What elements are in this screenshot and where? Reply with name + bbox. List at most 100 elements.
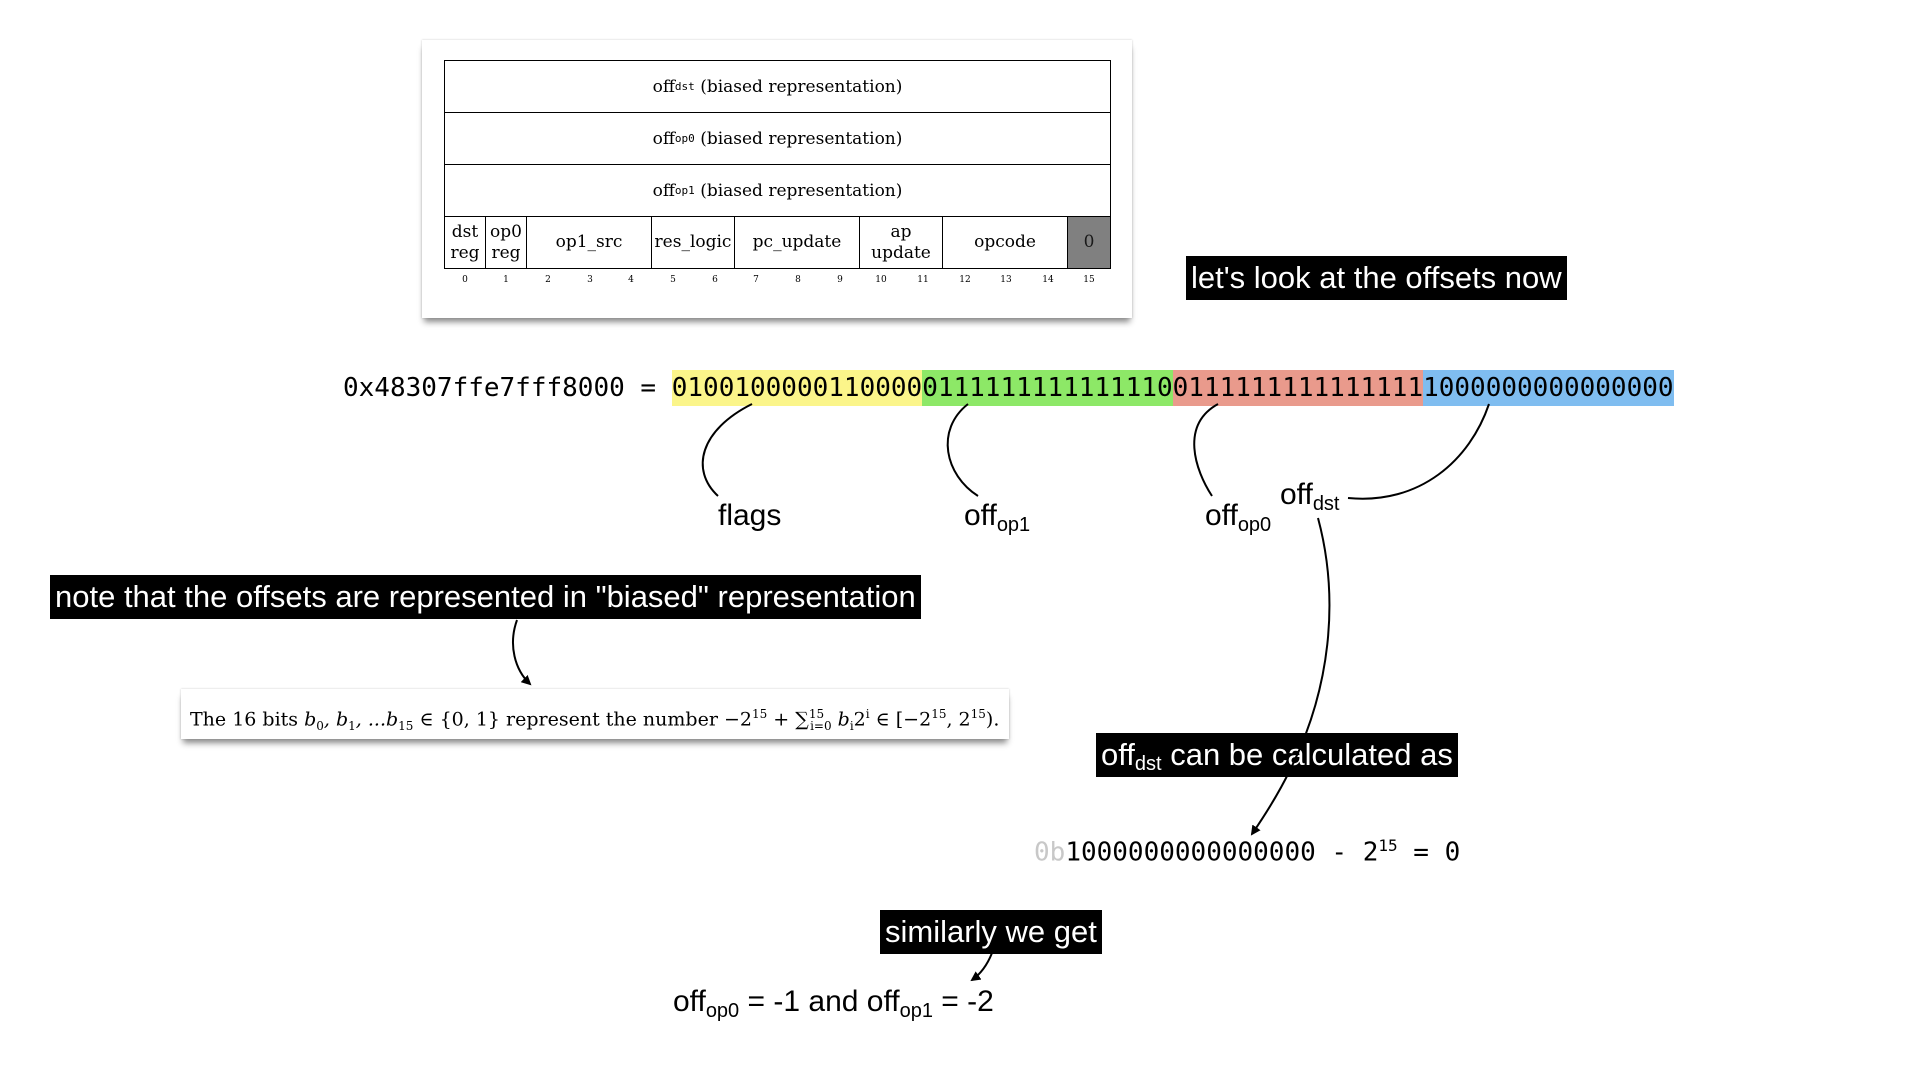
callout-text: can be calculated as bbox=[1161, 737, 1453, 772]
bits-off-dst: 1000000000000000 bbox=[1423, 370, 1674, 406]
formula-text: ∈ [−2 bbox=[869, 708, 932, 731]
hex-prefix: 0x48307ffe7fff8000 = bbox=[343, 373, 672, 403]
field-line: op1_src bbox=[555, 232, 623, 252]
formula-text: , b bbox=[323, 708, 349, 731]
bits-off-op0: 0111111111111111 bbox=[1172, 370, 1424, 406]
result-text: = -2 bbox=[932, 985, 994, 1018]
field-line: pc_update bbox=[752, 232, 842, 252]
row-label: off bbox=[652, 76, 675, 97]
label-text: off bbox=[1280, 478, 1313, 511]
field-line: reg bbox=[450, 242, 480, 263]
bits-flags: 0100100000110000 bbox=[671, 370, 923, 406]
formula-sup: 15 bbox=[970, 707, 986, 721]
field-line: 0 bbox=[1083, 232, 1095, 252]
formula-text: + ∑ bbox=[767, 708, 809, 731]
arrow-biased-to-formula bbox=[512, 619, 532, 686]
callout-similarly: similarly we get bbox=[880, 910, 1102, 954]
arrow-similarly-to-result bbox=[970, 952, 993, 982]
calc-text: = 0 bbox=[1397, 837, 1461, 868]
calc-exp: 15 bbox=[1378, 836, 1398, 855]
hex-encoding-line: 0x48307ffe7fff8000 = 0100100000110000011… bbox=[343, 370, 1674, 406]
bit-number: 3 bbox=[587, 275, 593, 285]
connector-off-op1 bbox=[946, 403, 979, 497]
formula-text: 2 bbox=[853, 708, 866, 731]
row-label-sub: dst bbox=[674, 80, 695, 93]
formula-sup: i bbox=[865, 707, 870, 721]
bit-number: 12 bbox=[959, 275, 971, 285]
bit-number: 14 bbox=[1042, 275, 1054, 285]
label-text: off bbox=[964, 499, 997, 532]
label-flags: flags bbox=[718, 499, 782, 532]
formula-text: ∈ {0, 1} represent the number −2 bbox=[413, 708, 752, 731]
bit-number: 1 bbox=[503, 275, 509, 285]
callout-calc-dst: offdst can be calculated as bbox=[1096, 733, 1458, 777]
field-line: opcode bbox=[974, 232, 1036, 252]
label-off-op1: offop1 bbox=[964, 499, 1031, 536]
connector-off-op0 bbox=[1193, 403, 1219, 497]
bit-number-row: 0 1 2 3 4 5 6 7 8 9 10 11 12 13 14 15 bbox=[444, 269, 1111, 289]
field-line: reg bbox=[491, 242, 521, 263]
formula-text: b bbox=[831, 708, 850, 731]
field-line: dst bbox=[451, 221, 479, 242]
field-line: update bbox=[871, 242, 931, 263]
callout-offsets-now: let's look at the offsets now bbox=[1186, 256, 1567, 300]
field-op1-src: op1_src bbox=[527, 217, 652, 268]
bit-number: 15 bbox=[1083, 275, 1095, 285]
arrow-dst-to-calc bbox=[1250, 517, 1331, 836]
result-sub: op0 bbox=[705, 1000, 740, 1022]
field-res-logic: res_logic bbox=[652, 217, 735, 268]
formula-text: b bbox=[304, 708, 317, 731]
bit-number: 13 bbox=[1000, 275, 1012, 285]
bit-number: 6 bbox=[712, 275, 718, 285]
bit-number: 10 bbox=[875, 275, 887, 285]
label-off-op0: offop0 bbox=[1205, 499, 1272, 536]
biased-formula: The 16 bits b0, b1, ...b15 ∈ {0, 1} repr… bbox=[181, 689, 1009, 739]
result-text: off bbox=[673, 985, 706, 1018]
result-sub: op1 bbox=[899, 1000, 933, 1022]
formula-sub: 15 bbox=[398, 719, 414, 734]
field-line: res_logic bbox=[654, 232, 732, 252]
label-sub: op0 bbox=[1237, 514, 1272, 536]
dst-calculation: 0b1000000000000000 - 215 = 0 bbox=[1034, 836, 1460, 868]
row-label-sub: op1 bbox=[674, 184, 695, 197]
callout-text: off bbox=[1101, 737, 1135, 772]
row-label-suffix: (biased representation) bbox=[700, 180, 903, 201]
bit-number: 5 bbox=[670, 275, 676, 285]
label-text: off bbox=[1205, 499, 1238, 532]
bit-number: 9 bbox=[837, 275, 843, 285]
formula-sup: 15 bbox=[751, 707, 768, 721]
result-text: = -1 and bbox=[739, 985, 867, 1018]
callout-biased-note: note that the offsets are represented in… bbox=[50, 575, 921, 619]
field-opcode: opcode bbox=[943, 217, 1068, 268]
row-label: off bbox=[652, 180, 675, 201]
formula-sub: i=0 bbox=[810, 719, 832, 734]
formula-sub: 1 bbox=[348, 719, 356, 734]
field-zero-bit: 0 bbox=[1068, 217, 1110, 268]
field-line: ap bbox=[890, 221, 912, 242]
field-pc-update: pc_update bbox=[735, 217, 860, 268]
bits-off-op1: 0111111111111110 bbox=[922, 370, 1173, 406]
formula-text: , 2 bbox=[946, 708, 971, 731]
row-label: off bbox=[652, 128, 675, 149]
bit-number: 4 bbox=[628, 275, 634, 285]
calc-bits: 1000000000000000 bbox=[1065, 837, 1316, 868]
formula-sub: i bbox=[849, 719, 854, 734]
formula-sub: 0 bbox=[316, 719, 324, 734]
bit-number: 8 bbox=[795, 275, 801, 285]
formula-text: , ...b bbox=[355, 708, 399, 731]
label-sub: op1 bbox=[996, 514, 1031, 536]
bit-number: 7 bbox=[753, 275, 759, 285]
bit-number: 0 bbox=[462, 275, 468, 285]
connector-flags bbox=[701, 403, 753, 497]
label-sub: dst bbox=[1312, 493, 1340, 515]
